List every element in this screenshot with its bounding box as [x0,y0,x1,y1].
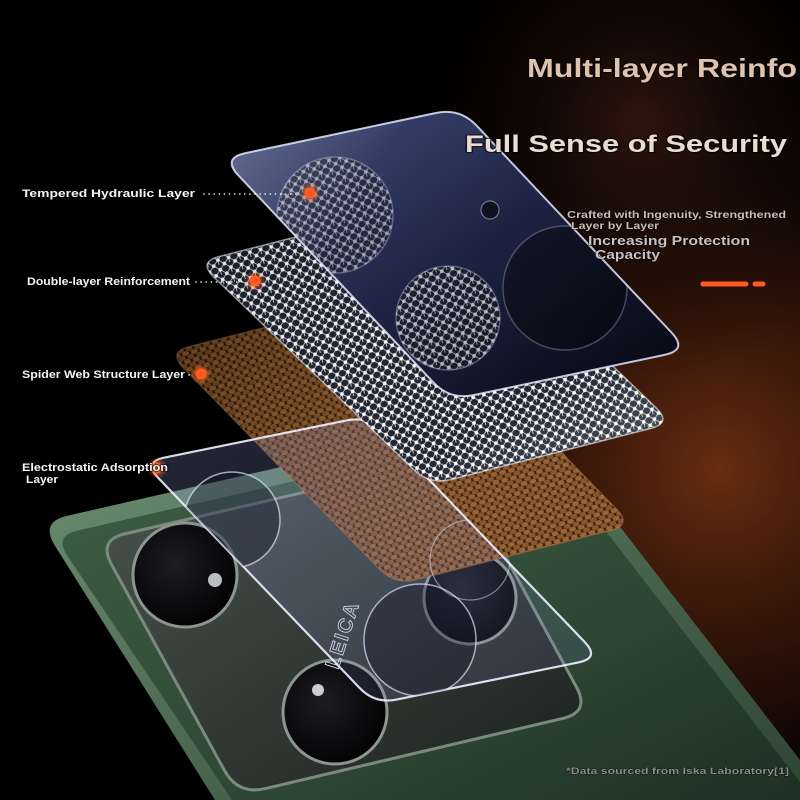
marker-dot-tempered [304,187,316,199]
benefit-line1: Increasing Protection [588,233,750,248]
layer-labels: Tempered Hydraulic Layer Double-layer Re… [21,187,197,487]
tempered-layer [230,110,680,398]
benefit-line2: Capacity [595,247,661,262]
label-electrostatic-line2: Layer [26,474,59,486]
camera-lens-main [131,521,239,629]
leader-lines [188,193,301,376]
electrostatic-lens-ring [363,583,477,697]
footnote: *Data sourced from Iska Laboratory[1] [566,766,789,777]
camera-sensor [312,684,324,696]
electrostatic-layer [150,418,593,702]
marker-dot-electrostatic [151,462,163,474]
marker-dot-double-layer [249,275,261,287]
headline-title: Multi-layer Reinfo [527,53,797,83]
tagline-line1: Crafted with Ingenuity, Strengthened [567,209,786,221]
label-electrostatic-line1: Electrostatic Adsorption [22,462,168,474]
headline-subtitle: Full Sense of Security [465,131,788,158]
layer-markers [146,182,321,479]
label-spider-web: Spider Web Structure Layer [22,369,186,381]
label-tempered: Tempered Hydraulic Layer [22,188,196,200]
headline: Multi-layer Reinfo Full Sense of Securit… [464,52,798,287]
label-double-layer: Double-layer Reinforcement [27,276,190,288]
marker-dot-spider-web [195,368,207,380]
camera-flash [208,573,222,587]
tagline-line2: Layer by Layer [571,220,659,232]
tempered-panel-glare [230,110,680,398]
